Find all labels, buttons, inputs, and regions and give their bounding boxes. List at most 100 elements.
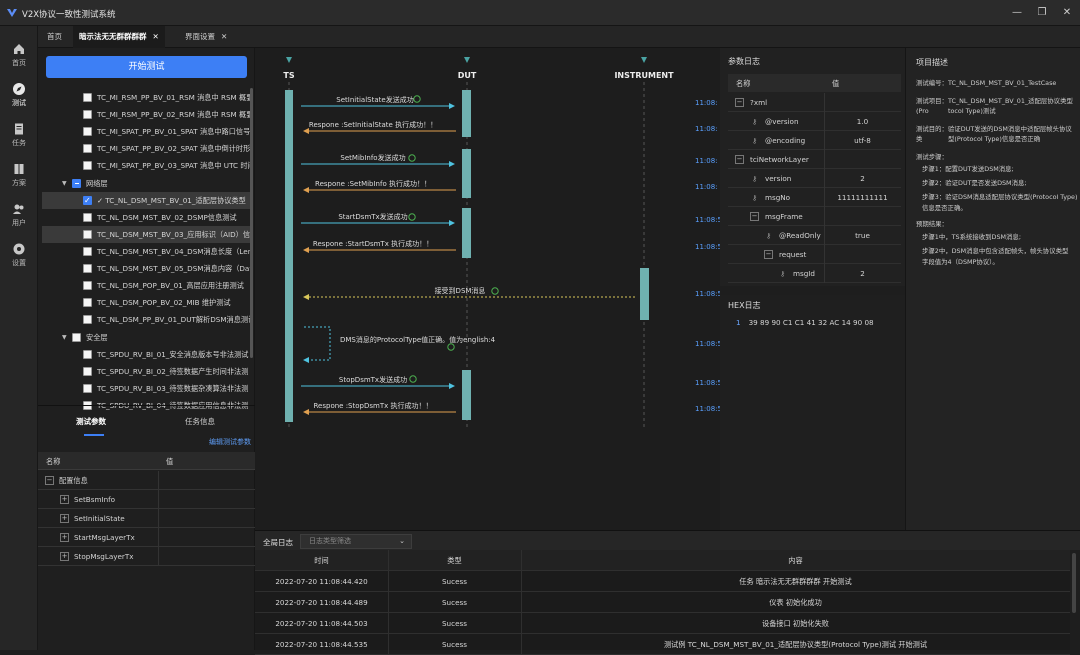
collapse-icon[interactable]: − [735, 155, 744, 164]
tree-group-security[interactable]: ▼安全层 [42, 329, 251, 346]
table-row[interactable]: 2022-07-20 11:08:44.489 Sucess 仪表 初始化成功 [255, 592, 1070, 613]
param-group-row[interactable]: −配置信息 [38, 471, 255, 490]
tree-item[interactable]: ✓ TC_NL_DSM_MST_BV_01_适配层协议类型 [42, 192, 251, 209]
caret-down-icon[interactable]: ▼ [62, 180, 67, 187]
expand-icon[interactable]: + [60, 495, 69, 504]
nav-test[interactable]: 测试 [0, 74, 38, 114]
checkbox[interactable] [83, 350, 92, 359]
checkbox[interactable] [83, 144, 92, 153]
tree-scrollbar[interactable] [250, 88, 253, 358]
lane-marker-icon [464, 57, 470, 63]
success-check-icon [491, 287, 499, 295]
expand-icon[interactable]: + [60, 533, 69, 542]
checkbox[interactable] [83, 192, 92, 209]
edit-params-link[interactable]: 编辑测试参数 [209, 438, 251, 446]
tree-item[interactable]: TC_NL_DSM_POP_BV_01_高层应用注册测试 [42, 277, 251, 294]
collapse-icon[interactable]: − [735, 98, 744, 107]
tree-item[interactable]: TC_NL_DSM_POP_BV_02_MIB 维护测试 [42, 294, 251, 311]
minimize-icon[interactable]: — [1012, 7, 1022, 18]
param-log-row[interactable]: −tciNetworkLayer [728, 150, 901, 169]
tree-item[interactable]: TC_NL_DSM_MST_BV_05_DSM消息内容（Dat [42, 260, 251, 277]
param-row[interactable]: +StartMsgLayerTx [38, 528, 255, 547]
checkbox[interactable] [83, 93, 92, 102]
tree-item[interactable]: TC_NL_DSM_MST_BV_02_DSMP信息测试 [42, 209, 251, 226]
tree-item[interactable]: TC_MI_SPAT_PP_BV_01_SPAT 消息中路口信号 [42, 123, 251, 140]
param-row[interactable]: +StopMsgLayerTx [38, 547, 255, 566]
log-type-filter[interactable]: 日志类型筛选⌄ [300, 534, 412, 549]
nav-users[interactable]: 用户 [0, 194, 38, 234]
message-label: Respone :StopDsmTx 执行成功！！ [314, 401, 433, 410]
tab-task-info[interactable]: 任务信息 [185, 417, 215, 426]
nav-settings[interactable]: 设置 [0, 234, 38, 274]
table-row[interactable]: 2022-07-20 11:08:44.503 Sucess 设备接口 初始化失… [255, 613, 1070, 634]
checkbox[interactable] [72, 179, 81, 188]
compass-icon [13, 83, 25, 95]
checkbox[interactable] [83, 213, 92, 222]
checkbox[interactable] [83, 367, 92, 376]
tree-item[interactable]: TC_NL_DSM_MST_BV_03_应用标识（AID）信 [42, 226, 251, 243]
tree-item-label: TC_MI_SPAT_PP_BV_03_SPAT 消息中 UTC 时间 [97, 161, 251, 170]
param-log-row[interactable]: −?xml [728, 93, 901, 112]
tab-home[interactable]: 首页 [41, 26, 68, 48]
checkbox[interactable] [83, 281, 92, 290]
tree-item[interactable]: TC_NL_DSM_PP_BV_01_DUT解析DSM消息测试 [42, 311, 251, 328]
tree-item[interactable]: TC_NL_DSM_MST_BV_04_DSM消息长度（Len [42, 243, 251, 260]
tree-group-network[interactable]: ▼网络层 [42, 175, 251, 192]
collapse-icon[interactable]: − [45, 476, 54, 485]
checkbox[interactable] [83, 298, 92, 307]
log-scrollbar[interactable] [1072, 553, 1076, 613]
checkbox[interactable] [83, 230, 92, 239]
checkbox[interactable] [72, 333, 81, 342]
tab-close-icon[interactable]: ✕ [221, 32, 228, 41]
tab-close-icon[interactable]: ✕ [152, 32, 159, 41]
checkbox[interactable] [83, 247, 92, 256]
activation-bar-dut [462, 370, 471, 420]
table-row[interactable]: 2022-07-20 11:08:44.535 Sucess 测试例 TC_NL… [255, 634, 1070, 655]
key-icon: ⚷ [752, 117, 758, 126]
checkbox[interactable] [83, 315, 92, 324]
tab-test-params[interactable]: 测试参数 [76, 417, 106, 426]
tree-item[interactable]: TC_MI_RSM_PP_BV_02_RSM 消息中 RSM 概要 [42, 106, 251, 123]
test-case-tree: TC_MI_RSM_PP_BV_01_RSM 消息中 RSM 概要 TC_MI_… [42, 84, 251, 442]
caret-down-icon[interactable]: ▼ [62, 334, 67, 341]
table-row[interactable]: 2022-07-20 11:08:44.420 Sucess 任务 暗示法无无群… [255, 571, 1070, 592]
collapse-icon[interactable]: − [764, 250, 773, 259]
tree-item[interactable]: TC_SPDU_RV_BI_02_待签数据产生时间非法测 [42, 363, 251, 380]
collapse-icon[interactable]: − [750, 212, 759, 221]
param-row[interactable]: +SetInitialState [38, 509, 255, 528]
param-row[interactable]: +SetBsmInfo [38, 490, 255, 509]
tab-test-task[interactable]: 暗示法无无群群群群✕ [73, 26, 165, 48]
column-time-header: 时间 [314, 556, 329, 565]
expand-icon[interactable]: + [60, 552, 69, 561]
checkbox[interactable] [83, 384, 92, 393]
restore-icon[interactable]: ❐ [1037, 7, 1047, 18]
column-name-header: 名称 [46, 457, 61, 466]
nav-home[interactable]: 首页 [0, 34, 38, 74]
nav-task[interactable]: 任务 [0, 114, 38, 154]
tree-item[interactable]: TC_MI_RSM_PP_BV_01_RSM 消息中 RSM 概要 [42, 89, 251, 106]
param-log-row[interactable]: −msgFrame [728, 207, 901, 226]
expand-icon[interactable]: + [60, 514, 69, 523]
close-icon[interactable]: ✕ [1062, 7, 1072, 18]
tree-item[interactable]: TC_SPDU_RV_BI_01_安全消息版本号非法测试 [42, 346, 251, 363]
checkbox[interactable] [83, 161, 92, 170]
nav-test-label: 测试 [12, 99, 26, 107]
checkbox[interactable] [83, 110, 92, 119]
tree-item[interactable]: TC_SPDU_RV_BI_03_待签数据杂凑算法非法测 [42, 380, 251, 397]
tree-item[interactable]: TC_MI_SPAT_PP_BV_03_SPAT 消息中 UTC 时间 [42, 157, 251, 174]
checkbox[interactable] [83, 264, 92, 273]
nav-plan[interactable]: 方案 [0, 154, 38, 194]
checkbox[interactable] [83, 127, 92, 136]
tree-item[interactable]: TC_MI_SPAT_PP_BV_02_SPAT 消息中倒计时形 [42, 140, 251, 157]
key-icon: ⚷ [752, 193, 758, 202]
param-log-row[interactable]: −request [728, 245, 901, 264]
tab-ui-settings[interactable]: 界面设置✕ [179, 26, 233, 48]
start-test-button[interactable]: 开始测试 [46, 56, 247, 78]
